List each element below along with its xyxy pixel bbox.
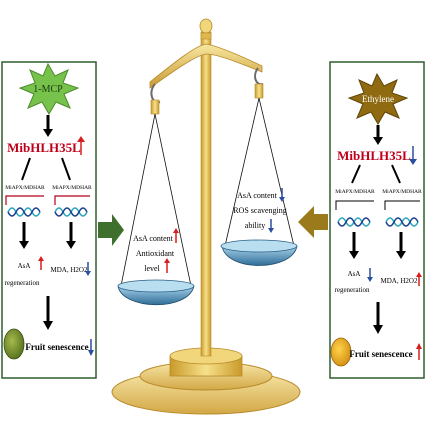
right-big-arrow-icon: [298, 206, 328, 238]
right-pan-rim: [220, 239, 298, 253]
right-gene-line-b: [391, 164, 401, 184]
left-hanger: [150, 99, 160, 115]
left-arrow-1-head: [43, 129, 53, 137]
right-mango-icon: [330, 337, 352, 367]
right-panel: Ethylene MibHLH35L MiAPX/MDHAR MiAPX/MDH…: [329, 61, 425, 379]
right-target-1: MiAPX/MDHAR: [335, 189, 375, 195]
right-treatment-star-icon: [347, 72, 409, 125]
left-promoter-2: [54, 195, 90, 205]
left-gene-line-b: [61, 157, 71, 181]
left-gene-line-a: [21, 157, 31, 181]
right-promoter-2: [384, 200, 420, 210]
left-treatment-star-icon: [18, 62, 80, 115]
left-string-a: [120, 113, 156, 287]
left-outcome-asa: AsA: [18, 262, 31, 270]
right-final-up-arrow-icon: [416, 343, 422, 360]
left-big-arrow-icon: [98, 214, 124, 246]
right-treatment-label: Ethylene: [362, 94, 394, 104]
right-pan-line1: AsA content: [237, 191, 278, 200]
left-outcome-regeneration: regeneration: [5, 279, 40, 287]
right-arrow-3-head: [373, 325, 383, 334]
left-treatment-label: 1-MCP: [33, 84, 63, 95]
right-arrow-1-head: [373, 137, 383, 145]
scale-beam: [149, 43, 263, 89]
left-arrow-2a-head: [19, 241, 29, 249]
right-dna-1-icon: [337, 217, 371, 227]
right-pan-line3: ability: [245, 221, 265, 230]
left-pan-line1: AsA content: [133, 234, 174, 243]
left-mango-icon: [3, 328, 25, 360]
right-hanger: [254, 83, 264, 99]
left-gene-up-arrow-icon: [77, 136, 85, 155]
right-dna-2-icon: [385, 217, 419, 227]
right-outcome-regeneration: regeneration: [335, 286, 370, 294]
left-dna-1-icon: [7, 207, 41, 217]
right-gene-label: MibHLH35L: [337, 148, 411, 163]
left-final-down-arrow-icon: [88, 339, 94, 356]
left-promoter-1: [5, 195, 44, 205]
right-arrow-2a-head: [349, 251, 359, 259]
left-pan-rim: [117, 279, 195, 293]
left-outcome-mda: MDA, H2O2: [51, 266, 88, 274]
right-pan-down-arrow-2-icon: [268, 219, 274, 233]
right-gene-line-a: [351, 164, 361, 184]
left-arrow-2b-head: [66, 241, 76, 249]
right-string-a: [224, 97, 260, 247]
balance-scale: AsA content Antioxidant level AsA conten…: [111, 18, 301, 415]
left-asa-up-arrow-icon: [38, 256, 44, 270]
left-target-1: MiAPX/MDHAR: [5, 185, 45, 191]
right-outcome-mda: MDA, H2O2: [381, 277, 418, 285]
right-asa-down-arrow-icon: [367, 268, 373, 282]
left-string-b: [154, 113, 192, 287]
right-string-b: [258, 97, 295, 247]
left-target-2: MiAPX/MDHAR: [52, 185, 92, 191]
left-arrow-3-head: [43, 321, 53, 330]
left-mda-down-arrow-icon: [85, 262, 91, 276]
left-pan-line2: Antioxidant: [136, 249, 175, 258]
left-pan-up-arrow-2-icon: [164, 258, 170, 273]
left-gene-label: MibHLH35L: [7, 140, 81, 155]
scale-pillar: [200, 31, 212, 357]
right-pan-down-arrow-1-icon: [279, 188, 285, 202]
right-pan-line2: ROS scavenging: [233, 206, 287, 215]
left-final-label: Fruit senescence: [25, 342, 88, 352]
right-final-label: Fruit senescence: [349, 349, 412, 359]
left-pan-up-arrow-1-icon: [173, 228, 179, 243]
left-panel: 1-MCP MibHLH35L MiAPX/MDHAR MiAPX/MDHAR …: [1, 61, 97, 379]
right-gene-down-arrow-icon: [409, 146, 417, 165]
left-hook: [150, 83, 161, 104]
right-mda-up-arrow-icon: [416, 272, 422, 286]
right-target-2: MiAPX/MDHAR: [382, 189, 422, 195]
scale-finial-collar: [200, 32, 212, 40]
right-promoter-1: [335, 200, 374, 210]
right-arrow-2b-head: [396, 251, 406, 259]
scale-finial: [199, 18, 213, 34]
left-dna-2-icon: [54, 207, 88, 217]
left-pan-line3: level: [144, 264, 160, 273]
right-outcome-asa: AsA: [348, 270, 361, 278]
